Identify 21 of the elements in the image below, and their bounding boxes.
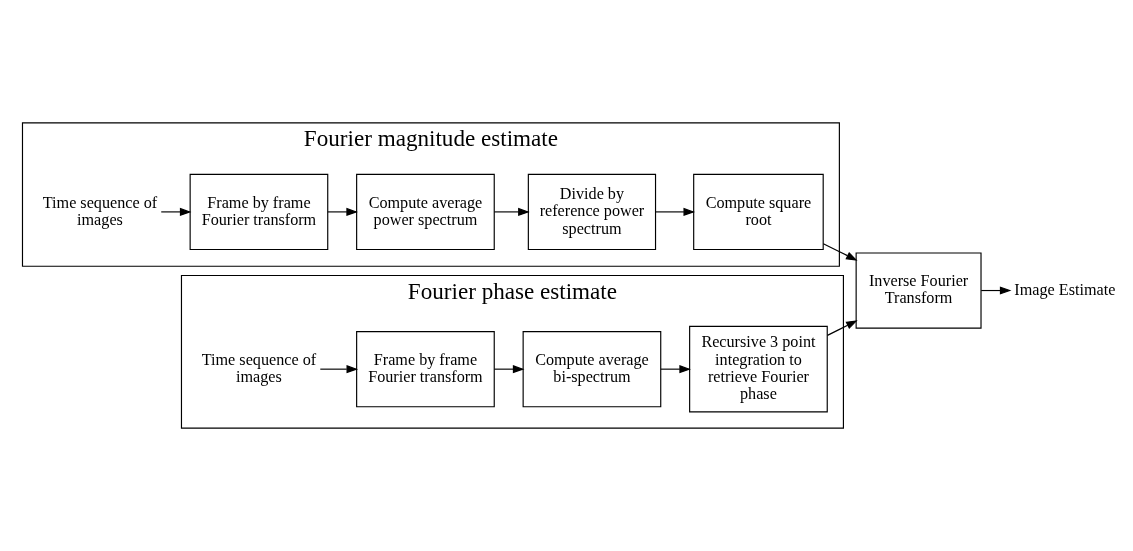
arrow bbox=[655, 207, 696, 216]
node-box: Frame by frame Fourier transform bbox=[356, 331, 495, 408]
node-text: Time sequence of images bbox=[42, 193, 158, 228]
arrow bbox=[319, 365, 359, 374]
node-box: Compute average bi-spectrum bbox=[522, 331, 662, 408]
node-text: Image Estimate bbox=[1014, 280, 1116, 298]
arrow bbox=[493, 365, 525, 374]
node-box: Compute average power spectrum bbox=[356, 173, 495, 251]
node-box: Divide by reference power spectrum bbox=[527, 173, 657, 251]
node-box: Frame by frame Fourier transform bbox=[189, 173, 329, 251]
node-box: Compute square root bbox=[693, 173, 824, 251]
arrow bbox=[160, 207, 192, 216]
arrow bbox=[822, 243, 858, 261]
arrow bbox=[980, 286, 1012, 295]
arrow bbox=[660, 365, 691, 374]
node-text: Time sequence of images bbox=[201, 350, 317, 386]
arrow bbox=[493, 207, 530, 216]
node-box: Recursive 3 point integration to retrieve Fourier phase bbox=[689, 325, 828, 413]
node-box: Inverse Fourier Transform bbox=[855, 252, 982, 329]
arrow bbox=[826, 320, 858, 336]
arrow bbox=[327, 207, 358, 216]
